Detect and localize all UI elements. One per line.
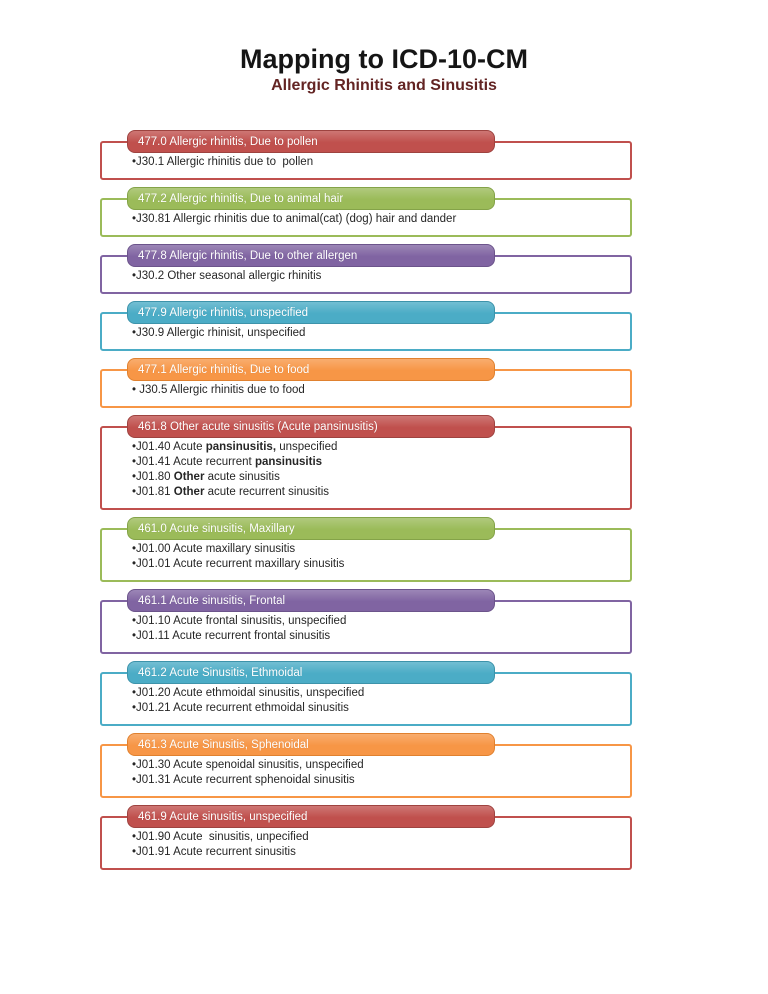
- mapping-sections: •J30.1 Allergic rhinitis due to pollen 47…: [100, 130, 632, 870]
- icd10-item: • J30.5 Allergic rhinitis due to food: [132, 383, 620, 398]
- icd10-item: •J01.91 Acute recurrent sinusitis: [132, 845, 620, 860]
- section-header-label: 461.8 Other acute sinusitis (Acute pansi…: [138, 420, 378, 433]
- section-header-label: 461.2 Acute Sinusitis, Ethmoidal: [138, 666, 303, 679]
- icd10-item: •J01.30 Acute spenoidal sinusitis, unspe…: [132, 758, 620, 773]
- mapping-section: •J30.1 Allergic rhinitis due to pollen 47…: [100, 130, 632, 180]
- icd10-item-text: acute sinusitis: [204, 471, 280, 483]
- section-header-label: 477.9 Allergic rhinitis, unspecified: [138, 306, 309, 319]
- section-header-label: 461.1 Acute sinusitis, Frontal: [138, 594, 286, 607]
- icd10-item: •J01.10 Acute frontal sinusitis, unspeci…: [132, 614, 620, 629]
- mapping-section: •J01.10 Acute frontal sinusitis, unspeci…: [100, 589, 632, 654]
- icd10-item: •J30.1 Allergic rhinitis due to pollen: [132, 155, 620, 170]
- icd10-item: •J30.2 Other seasonal allergic rhinitis: [132, 269, 620, 284]
- section-box: •J01.30 Acute spenoidal sinusitis, unspe…: [100, 744, 632, 798]
- icd10-item-text: unspecified: [276, 441, 338, 453]
- mapping-section: •J01.20 Acute ethmoidal sinusitis, unspe…: [100, 661, 632, 726]
- mapping-section: •J30.9 Allergic rhinisit, unspecified 477…: [100, 301, 632, 351]
- icd10-item-text: •J01.21 Acute recurrent ethmoidal sinusi…: [132, 702, 349, 714]
- section-header-bar: 477.8 Allergic rhinitis, Due to other al…: [127, 244, 495, 267]
- icd10-item-text: •J01.91 Acute recurrent sinusitis: [132, 846, 296, 858]
- icd10-item: •J01.80 Other acute sinusitis: [132, 470, 620, 485]
- icd10-item-text: • J30.5 Allergic rhinitis due to food: [132, 384, 305, 396]
- icd10-item-text: •J01.31 Acute recurrent sphenoidal sinus…: [132, 774, 355, 786]
- mapping-section: •J01.30 Acute spenoidal sinusitis, unspe…: [100, 733, 632, 798]
- icd10-item-text: •J01.41 Acute recurrent: [132, 456, 255, 468]
- icd10-item-text: pansinusitis: [254, 456, 323, 468]
- icd10-item-text: •J30.2 Other seasonal allergic rhinitis: [132, 270, 322, 282]
- icd10-item: •J30.81 Allergic rhinitis due to animal(…: [132, 212, 620, 227]
- page-subtitle: Allergic Rhinitis and Sinusitis: [271, 77, 497, 94]
- mapping-section: •J30.81 Allergic rhinitis due to animal(…: [100, 187, 632, 237]
- icd10-item-text: pansinusitis,: [205, 441, 277, 453]
- icd10-item: •J01.01 Acute recurrent maxillary sinusi…: [132, 557, 620, 572]
- section-box: •J01.40 Acute pansinusitis, unspecified•…: [100, 426, 632, 510]
- icd10-item-text: •J01.90 Acute sinusitis, unpecified: [132, 831, 309, 843]
- icd10-item-text: •J30.81 Allergic rhinitis due to animal(…: [132, 213, 457, 225]
- section-header-bar: 477.2 Allergic rhinitis, Due to animal h…: [127, 187, 495, 210]
- section-header-bar: 461.3 Acute Sinusitis, Sphenoidal: [127, 733, 495, 756]
- icd10-item-text: •J01.20 Acute ethmoidal sinusitis, unspe…: [132, 687, 365, 699]
- mapping-section: • J30.5 Allergic rhinitis due to food 477…: [100, 358, 632, 408]
- icd10-item: •J01.11 Acute recurrent frontal sinusiti…: [132, 629, 620, 644]
- icd10-item: •J01.00 Acute maxillary sinusitis: [132, 542, 620, 557]
- icd10-item-text: •J01.81: [132, 486, 174, 498]
- section-header-label: 461.3 Acute Sinusitis, Sphenoidal: [138, 738, 309, 751]
- page-title: Mapping to ICD-10-CM: [240, 44, 528, 74]
- section-header-label: 477.2 Allergic rhinitis, Due to animal h…: [138, 192, 344, 205]
- icd10-item-text: •J30.1 Allergic rhinitis due to pollen: [132, 156, 314, 168]
- icd10-item-text: Other: [173, 486, 205, 498]
- mapping-section: •J01.00 Acute maxillary sinusitis •J01.01…: [100, 517, 632, 582]
- section-header-label: 461.9 Acute sinusitis, unspecified: [138, 810, 308, 823]
- icd10-item: •J01.20 Acute ethmoidal sinusitis, unspe…: [132, 686, 620, 701]
- mapping-section: •J01.90 Acute sinusitis, unpecified •J01.…: [100, 805, 632, 870]
- section-header-bar: 461.9 Acute sinusitis, unspecified: [127, 805, 495, 828]
- icd10-item-text: •J01.40 Acute: [132, 441, 206, 453]
- icd10-item-text: •J01.00 Acute maxillary sinusitis: [132, 543, 296, 555]
- section-header-bar: 477.0 Allergic rhinitis, Due to pollen: [127, 130, 495, 153]
- icd10-item: •J30.9 Allergic rhinisit, unspecified: [132, 326, 620, 341]
- section-header-label: 461.0 Acute sinusitis, Maxillary: [138, 522, 295, 535]
- icd10-item: •J01.90 Acute sinusitis, unpecified: [132, 830, 620, 845]
- icd10-item-text: Other: [173, 471, 205, 483]
- icd10-item-text: •J01.01 Acute recurrent maxillary sinusi…: [132, 558, 345, 570]
- icd10-item: •J01.41 Acute recurrent pansinusitis: [132, 455, 620, 470]
- icd10-item: •J01.40 Acute pansinusitis, unspecified: [132, 440, 620, 455]
- icd10-item: •J01.21 Acute recurrent ethmoidal sinusi…: [132, 701, 620, 716]
- section-header-bar: 477.1 Allergic rhinitis, Due to food: [127, 358, 495, 381]
- section-header-bar: 461.8 Other acute sinusitis (Acute pansi…: [127, 415, 495, 438]
- mapping-section: •J01.40 Acute pansinusitis, unspecified•…: [100, 415, 632, 510]
- section-header-label: 477.1 Allergic rhinitis, Due to food: [138, 363, 310, 376]
- icd10-item-text: •J01.30 Acute spenoidal sinusitis, unspe…: [132, 759, 364, 771]
- icd10-item-text: acute recurrent sinusitis: [204, 486, 330, 498]
- section-header-label: 477.0 Allergic rhinitis, Due to pollen: [138, 135, 318, 148]
- section-header-bar: 461.0 Acute sinusitis, Maxillary: [127, 517, 495, 540]
- icd10-item-text: •J01.80: [132, 471, 174, 483]
- mapping-section: •J30.2 Other seasonal allergic rhinitis 4…: [100, 244, 632, 294]
- section-header-bar: 461.2 Acute Sinusitis, Ethmoidal: [127, 661, 495, 684]
- section-header-bar: 461.1 Acute sinusitis, Frontal: [127, 589, 495, 612]
- icd10-item-text: •J01.11 Acute recurrent frontal sinusiti…: [132, 630, 331, 642]
- section-header-label: 477.8 Allergic rhinitis, Due to other al…: [138, 249, 358, 262]
- icd10-item-text: •J30.9 Allergic rhinisit, unspecified: [132, 327, 306, 339]
- section-header-bar: 477.9 Allergic rhinitis, unspecified: [127, 301, 495, 324]
- icd10-item: •J01.81 Other acute recurrent sinusitis: [132, 485, 620, 500]
- icd10-item-text: •J01.10 Acute frontal sinusitis, unspeci…: [132, 615, 347, 627]
- icd10-item: •J01.31 Acute recurrent sphenoidal sinus…: [132, 773, 620, 788]
